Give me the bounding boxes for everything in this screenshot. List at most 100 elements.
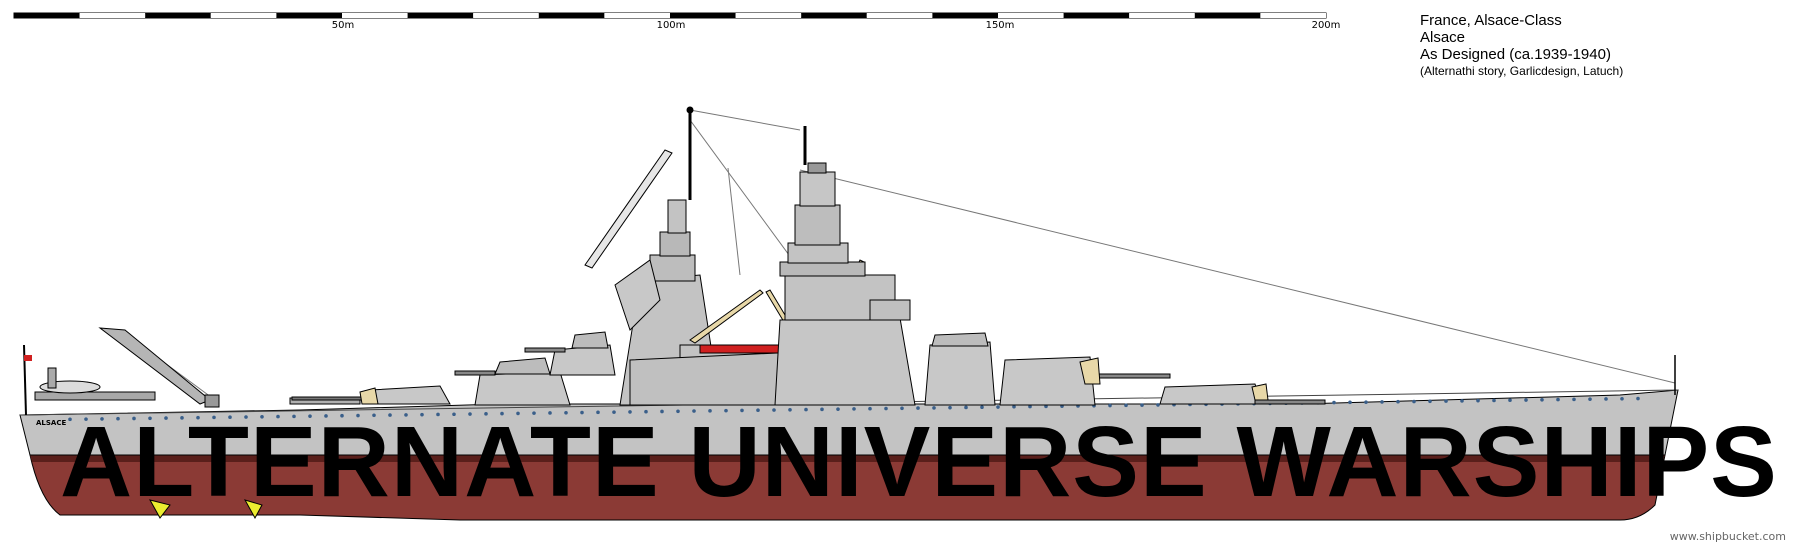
porthole [1540,398,1544,402]
porthole [340,413,344,418]
porthole [948,405,952,410]
porthole [756,408,760,413]
porthole [852,407,856,411]
porthole [1604,397,1608,401]
hull-topside [19,389,1679,456]
porthole [1556,397,1560,402]
porthole [1492,398,1496,403]
porthole [84,417,88,421]
porthole [932,406,936,410]
porthole [436,412,440,417]
scale-segment [473,13,539,18]
porthole [708,409,712,413]
porthole [612,410,616,414]
porthole [804,407,808,412]
porthole [244,415,248,419]
underwater-details [149,499,263,520]
porthole [836,407,840,411]
scale-segment [276,13,342,18]
porthole [180,416,184,420]
porthole [532,411,536,415]
porthole [148,416,152,421]
scale-label-100m: 100m [656,20,686,31]
ship-credits-line: (Alternathi story, Garlicdesign, Latuch) [1420,64,1624,78]
porthole [628,410,632,414]
porthole [1108,403,1112,408]
porthole [548,411,552,415]
ship-info-block: France, Alsace-Class Alsace As Designed … [1420,12,1623,79]
porthole [420,412,424,417]
aft-structures [23,327,220,416]
porthole [1620,396,1624,401]
porthole [868,406,872,411]
porthole [900,406,904,411]
porthole [1348,400,1352,405]
porthole [372,413,376,418]
porthole [212,415,216,420]
ship-name-line: Alsace [1420,29,1466,46]
scale-segment [866,13,933,18]
scale-segment [998,13,1064,18]
porthole [196,415,200,420]
scale-segment [538,13,605,18]
porthole [580,410,584,415]
porthole [356,413,360,418]
porthole [820,407,824,412]
porthole [1476,398,1480,403]
scale-segment [670,13,736,18]
porthole [1524,398,1528,402]
porthole [1156,403,1160,407]
porthole [884,406,888,411]
porthole [260,414,264,419]
porthole [1140,403,1144,407]
scale-segment [932,13,998,18]
scale-segment [604,13,670,18]
ship-class-line: France, Alsace-Class [1420,12,1562,29]
porthole [1428,399,1432,404]
porthole [1508,398,1512,403]
porthole [388,413,392,417]
scale-bar [13,12,1327,19]
scale-segment [14,13,80,18]
porthole [1444,399,1448,403]
scale-segment [1194,13,1261,18]
porthole [308,414,312,418]
porthole [404,413,408,417]
porthole [516,411,520,416]
porthole [228,415,232,420]
scale-segment [145,13,211,18]
scale-segment [79,13,146,18]
porthole [1012,405,1016,409]
porthole [676,409,680,414]
hull-name-label: ALSACE [36,419,67,427]
porthole [500,411,504,416]
porthole [468,412,472,416]
scale-segment [1129,13,1195,18]
porthole [1124,403,1128,408]
scale-segment [407,13,474,18]
porthole [132,416,136,421]
porthole [980,405,984,410]
porthole [1412,399,1416,404]
porthole [660,409,664,414]
scale-label-50m: 50m [331,20,355,31]
scale-segment [1260,13,1326,18]
hull-antifouling [29,454,1666,521]
porthole [68,417,72,422]
porthole [292,414,296,419]
porthole [1380,400,1384,404]
porthole [564,410,568,415]
porthole [116,416,120,421]
porthole [1028,404,1032,409]
watermark-text: ALTERNATE UNIVERSE WARSHIPS [60,406,1778,518]
porthole [1572,397,1576,402]
scale-segment [801,13,867,18]
porthole [644,409,648,414]
scale-label-150m: 150m [985,20,1015,31]
porthole [1588,397,1592,401]
ship-design-line: As Designed (ca.1939-1940) [1420,46,1611,63]
hull-boot-topping [30,455,1665,462]
porthole [1460,399,1464,403]
porthole [996,405,1000,409]
